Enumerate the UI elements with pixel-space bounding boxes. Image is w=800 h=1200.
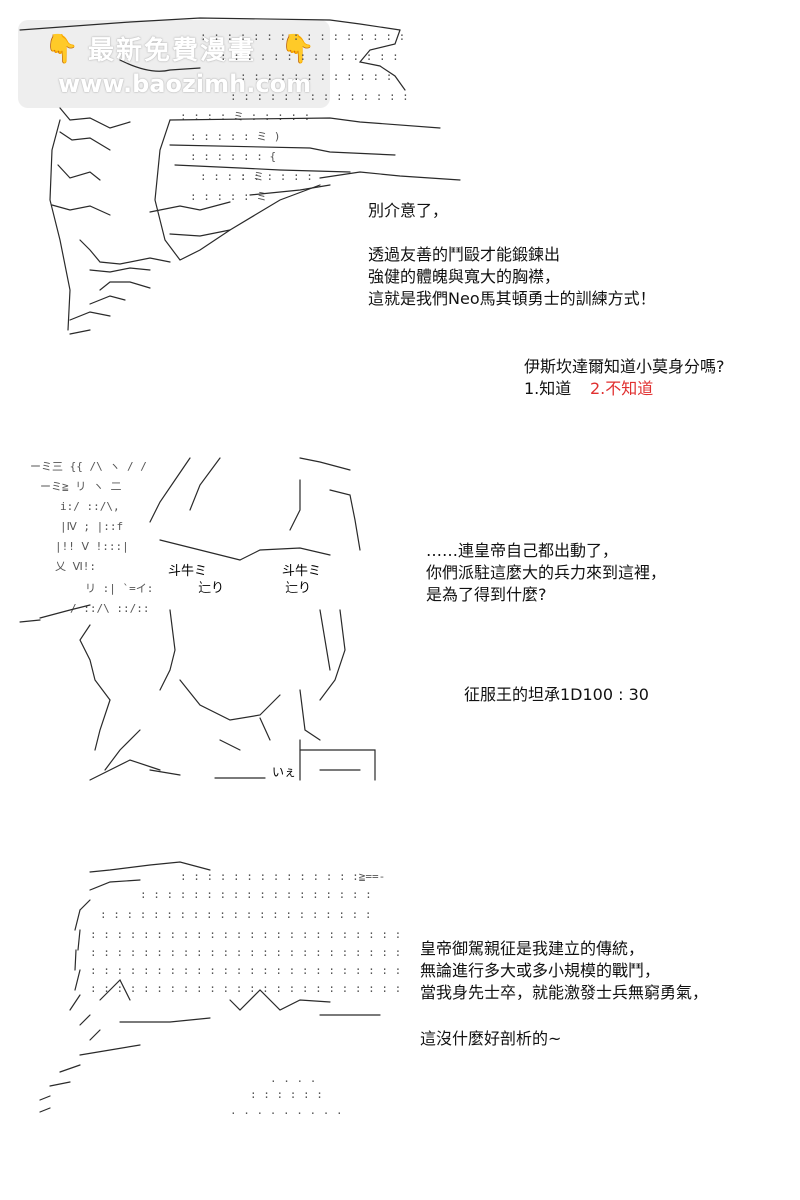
svg-text:ーミ≧ リ ヽ 二: ーミ≧ リ ヽ 二	[40, 480, 122, 493]
svg-text:: : : : : : : : : : : : : : :: : : : : : : : : : : : : : : : : : :	[140, 888, 372, 901]
watermark-title: 最新免費漫畫	[88, 36, 257, 66]
svg-text:ーミ三 {{ /\ ヽ / /: ーミ三 {{ /\ ヽ / /	[30, 460, 147, 473]
svg-text:: : : : : : : : : : : :: : : : : : : : : : : : :	[240, 70, 392, 83]
svg-text:|Ⅳ ; |::f: |Ⅳ ; |::f	[60, 520, 123, 533]
svg-text:: : : : : ミ: : : : : : ミ	[190, 190, 267, 203]
watermark: 👇 最新免費漫畫 👇 www.baozimh.com	[18, 20, 330, 108]
svg-text:: : : : : :: : : : : : :	[250, 1088, 323, 1101]
dialogue-line: 別介意了，	[368, 201, 449, 220]
svg-text:: : : : : : : : : : : : : : :: : : : : : : : : : : : : : : : : : : : : …	[100, 908, 372, 921]
art-label: いぇ	[272, 765, 296, 779]
art-label: 辷り	[198, 581, 224, 596]
dialogue-line: 這就是我們Neo馬其頓勇士的訓練方式！	[368, 289, 656, 308]
dialogue-line: 無論進行多大或多小規模的戰鬥，	[420, 961, 661, 980]
svg-text:: : : : : : : : : : : : : : :: : : : : : : : : : : : : : : : : : : : : …	[90, 928, 400, 941]
svg-text:: : : : : : {: : : : : : : {	[190, 150, 276, 163]
dialogue-line: 你們派駐這麼大的兵力來到這裡，	[426, 563, 667, 582]
art-label: 斗牛ミ	[168, 564, 207, 579]
pointing-hand-icon: 👇	[280, 32, 315, 65]
dialogue-line: 是為了得到什麼?	[426, 585, 547, 604]
svg-text:: : : : : : : : : : : : : :: : : : : : : : : : : : : : :	[220, 50, 399, 63]
dialogue-line: 這沒什麼好剖析的~	[420, 1029, 562, 1048]
svg-text:|!! Ⅴ !:::|: |!! Ⅴ !:::|	[55, 540, 129, 553]
pointing-hand-icon: 👇	[44, 32, 79, 65]
svg-text:: : : : : ミ ): : : : : : ミ )	[190, 130, 280, 143]
choice-option-1: 1.知道	[524, 379, 572, 398]
svg-text:/ ::/\ ::/::: / ::/\ ::/::	[70, 602, 149, 615]
svg-text:: : : : ミ: : : : : ミ	[200, 170, 264, 183]
art-label: 斗牛ミ	[282, 564, 321, 579]
svg-text:: : : : : : : : : : : : : : :: : : : : : : : : : : : : : : : : : : : : …	[90, 982, 400, 995]
svg-text:: : : : ミ : : : : :: : : : : ミ : : : : :	[180, 110, 310, 123]
svg-text:i:/ ::/\,: i:/ ::/\,	[60, 500, 120, 513]
dialogue-line: ……連皇帝自己都出動了，	[426, 541, 619, 560]
dialogue-line: 透過友善的鬥毆才能鍛鍊出	[368, 245, 561, 264]
svg-text:: : : : : : : : : : : : : :≧==: : : : : : : : : : : : : : :≧==-	[180, 870, 385, 883]
svg-text:乂 Ⅵ!:: 乂 Ⅵ!:	[55, 560, 96, 573]
svg-text:: : : : : : : : : : : : : : :: : : : : : : : : : : : : : : : :	[200, 30, 405, 43]
svg-text:: : : : : : : : : : : : : : :: : : : : : : : : : : : : : : : : : : : : …	[90, 964, 400, 977]
dialogue-line: 強健的體魄與寬大的胸襟，	[368, 267, 561, 286]
svg-text:: : : : : :: : : : : : :	[240, 170, 313, 183]
ascii-art-character-3: : : : : : : : : : : : : : :≧==- : : : : …	[39, 861, 400, 1117]
svg-text:. . . .: . . . .	[270, 1072, 316, 1085]
dice-roll-result: 征服王的坦承1D100 : 30	[464, 685, 649, 704]
art-label: 辷り	[285, 581, 311, 596]
svg-text:. . . . . . . .: . . . . . . . . .	[230, 1104, 343, 1117]
ascii-art-character-2: ーミ三 {{ /\ ヽ / / ーミ≧ リ ヽ 二 i:/ ::/\, |Ⅳ ;…	[19, 457, 376, 781]
choice-option-2: 2.不知道	[590, 379, 654, 398]
dialogue-line: 當我身先士卒，就能激發士兵無窮勇氣，	[420, 983, 709, 1002]
ascii-art-character-1: : : : : : : : : : : : : : : : : : : : : …	[19, 17, 461, 335]
question-text: 伊斯坎達爾知道小莫身分嗎?	[524, 357, 725, 376]
svg-text:リ :| `=イ:: リ :| `=イ:	[85, 582, 153, 595]
svg-text:: : : : : : : : : : : : : :: : : : : : : : : : : : : : :	[230, 90, 409, 103]
watermark-url: www.baozimh.com	[58, 70, 312, 98]
dialogue-line: 皇帝御駕親征是我建立的傳統，	[420, 939, 645, 958]
svg-text:: : : : : : : : : : : : : : :: : : : : : : : : : : : : : : : : : : : : …	[90, 946, 400, 959]
